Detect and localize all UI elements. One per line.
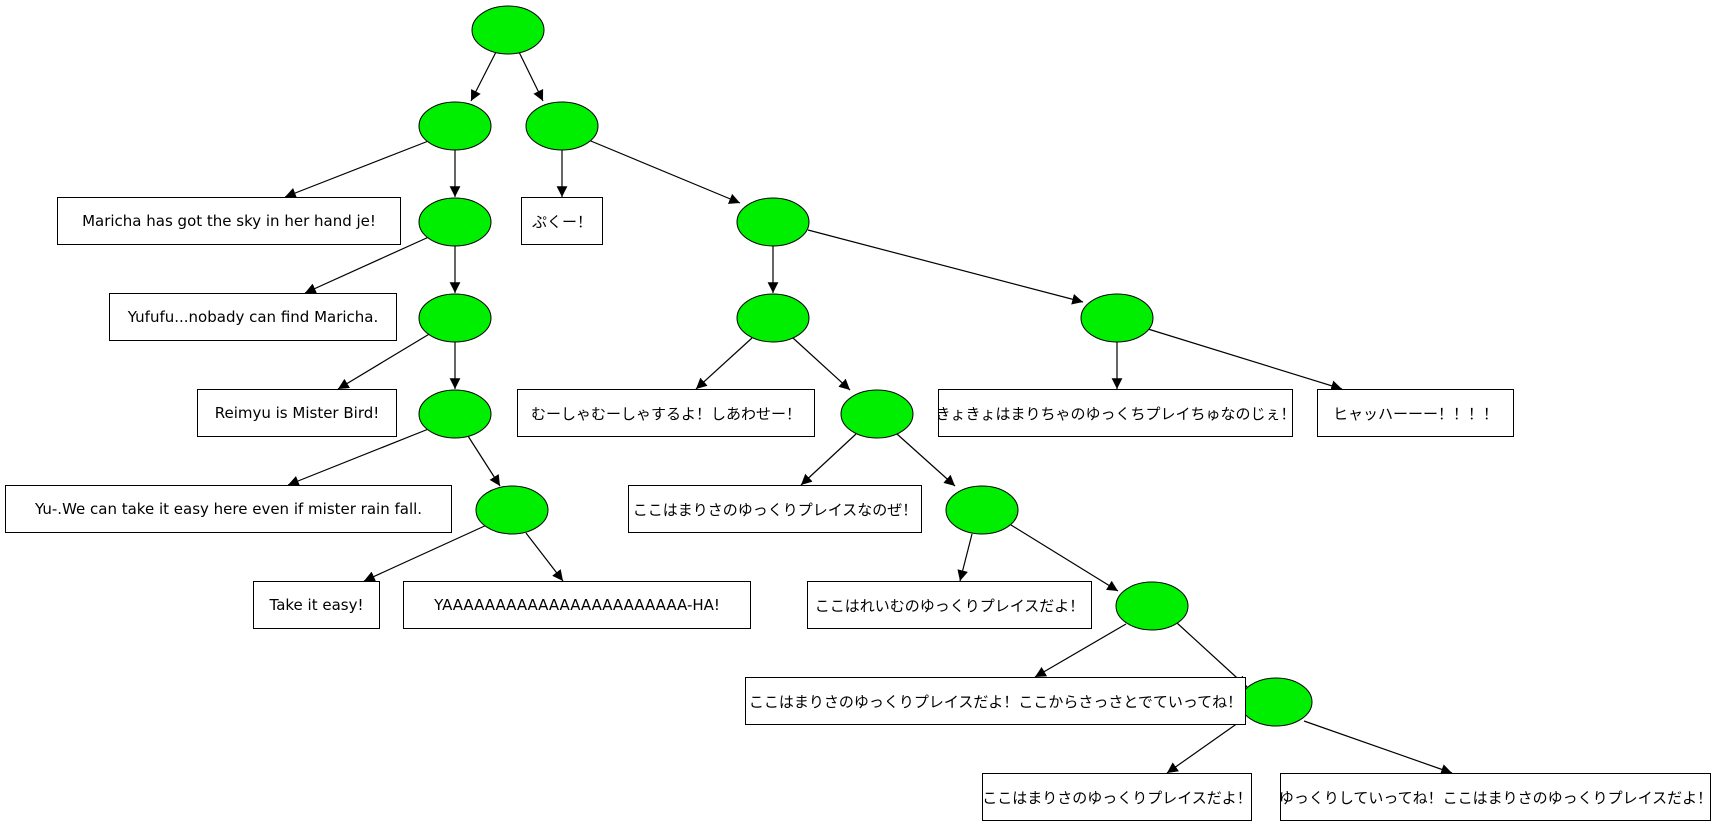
tree-node-n10 bbox=[840, 389, 914, 439]
tree-node-n1 bbox=[418, 101, 492, 151]
leaf-label-nobody-can-find: Yufufu...nobady can find Maricha. bbox=[109, 293, 397, 341]
tree-node-n11 bbox=[945, 485, 1019, 535]
edge-arrow-5 bbox=[585, 138, 741, 204]
edge-arrow-22 bbox=[957, 533, 973, 582]
edge-arrow-17 bbox=[792, 337, 851, 391]
leaf-label-yukkuri-shiteitte: ゆっくりしていってね！ここはまりさのゆっくりプレイスだよ！ bbox=[1279, 773, 1712, 821]
tree-node-n7 bbox=[736, 197, 810, 247]
edge-arrow-16 bbox=[695, 337, 753, 390]
edge-arrow-19 bbox=[1147, 328, 1343, 391]
tree-node-n12 bbox=[1115, 581, 1189, 631]
tree-node-n9 bbox=[1080, 293, 1154, 343]
edge-arrow-1 bbox=[518, 51, 544, 102]
edge-arrow-8 bbox=[337, 332, 432, 390]
leaf-label-mister-bird: Reimyu is Mister Bird! bbox=[197, 389, 397, 437]
tree-node-n13 bbox=[1239, 677, 1313, 727]
edge-arrow-15 bbox=[807, 229, 1084, 305]
edge-arrow-21 bbox=[896, 433, 956, 487]
tree-node-n8 bbox=[736, 293, 810, 343]
edge-arrow-25 bbox=[1176, 622, 1248, 688]
leaf-label-kyokyo-maricha: きょきょはまりちゃのゆっくちプレイちゅなのじぇ！ bbox=[936, 389, 1296, 437]
edge-arrow-27 bbox=[1303, 720, 1453, 775]
edge-arrow-20 bbox=[800, 433, 857, 486]
leaf-label-rain-fall: Yu-.We can take it easy here even if mis… bbox=[5, 485, 452, 533]
tree-node-n3 bbox=[418, 197, 492, 247]
edge-arrow-6 bbox=[304, 235, 432, 294]
edge-arrow-11 bbox=[467, 435, 501, 487]
leaf-label-take-it-easy: Take it easy! bbox=[253, 581, 380, 629]
leaf-label-marisa-nanoze: ここはまりさのゆっくりプレイスなのぜ！ bbox=[628, 485, 922, 533]
edge-arrow-2 bbox=[284, 139, 432, 199]
tree-node-n4 bbox=[418, 293, 492, 343]
edge-arrow-0 bbox=[470, 51, 497, 102]
edge-arrow-10 bbox=[287, 427, 432, 487]
leaf-label-mushamusha: むーしゃむーしゃするよ！しあわせー！ bbox=[517, 389, 815, 437]
leaf-label-puku: ぷくー！ bbox=[521, 197, 603, 245]
leaf-label-yaaa-ha: YAAAAAAAAAAAAAAAAAAAAAAA-HA! bbox=[403, 581, 751, 629]
leaf-label-reimu-place: ここはれいむのゆっくりプレイスだよ！ bbox=[807, 581, 1092, 629]
edge-arrow-23 bbox=[1010, 524, 1119, 592]
leaf-label-marisa-deteitte: ここはまりさのゆっくりプレイスだよ！ここからさっさとでていってね！ bbox=[745, 677, 1246, 725]
tree-node-n0 bbox=[471, 5, 545, 55]
leaf-label-hyahha: ヒャッハーーー！！！！ bbox=[1317, 389, 1514, 437]
edge-arrow-24 bbox=[1034, 623, 1127, 678]
tree-node-n6 bbox=[475, 485, 549, 535]
edge-arrow-13 bbox=[525, 532, 564, 582]
tree-node-n2 bbox=[525, 101, 599, 151]
leaf-label-marisa-place: ここはまりさのゆっくりプレイスだよ！ bbox=[982, 773, 1252, 821]
edge-arrow-12 bbox=[363, 523, 490, 582]
edge-arrow-26 bbox=[1166, 717, 1246, 774]
tree-node-n5 bbox=[418, 389, 492, 439]
leaf-label-sky-in-hand: Maricha has got the sky in her hand je! bbox=[57, 197, 401, 245]
